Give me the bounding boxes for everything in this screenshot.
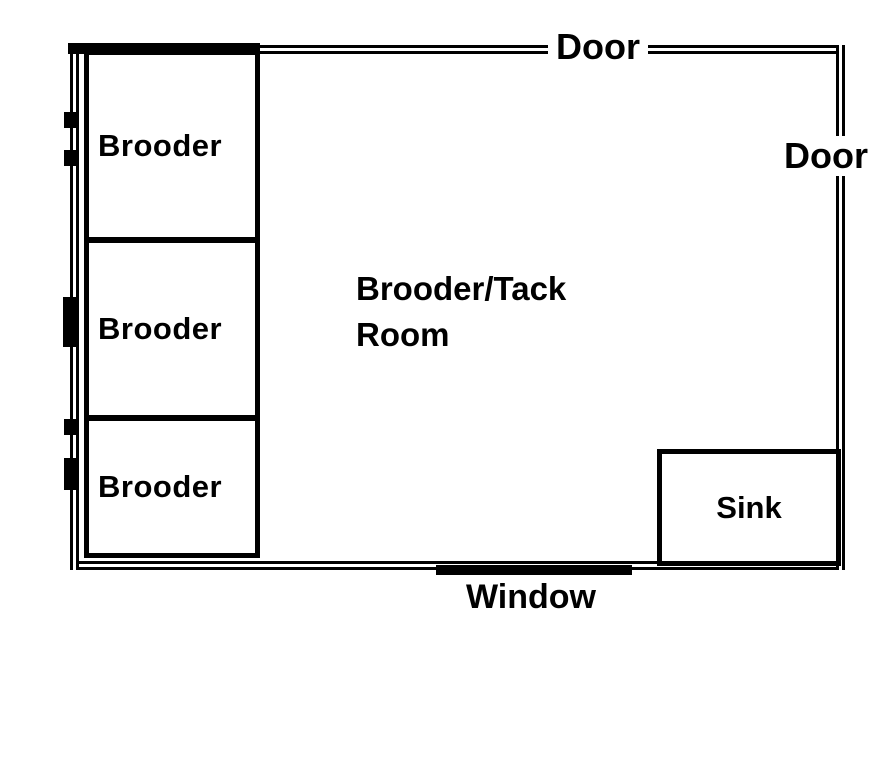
room-title-line2: Room — [356, 315, 450, 353]
sink-label: Sink — [716, 489, 782, 525]
window-sill — [436, 565, 632, 575]
brooder-pen-2-label: Brooder — [98, 311, 223, 346]
brooder-pen-1-label: Brooder — [98, 128, 223, 163]
wall-notch — [64, 419, 78, 435]
brooder-pen-1: Brooder — [84, 50, 260, 242]
wall-top — [70, 45, 845, 54]
wall-notch — [64, 112, 78, 128]
sink: Sink — [657, 449, 841, 566]
brooder-pen-2: Brooder — [84, 238, 260, 420]
door-right-label: Door — [776, 136, 876, 176]
brooder-pen-3: Brooder — [84, 416, 260, 558]
brooder-pen-3-label: Brooder — [98, 469, 223, 504]
wall-notch — [64, 150, 78, 166]
door-top-label: Door — [548, 27, 648, 67]
room-title-line1: Brooder/Tack — [356, 270, 567, 307]
wall-right — [836, 45, 845, 570]
room-title: Brooder/Tack Room — [356, 266, 566, 357]
window-label: Window — [458, 578, 604, 616]
wall-notch — [63, 297, 79, 347]
wall-notch — [64, 458, 78, 490]
wall-top-solid-segment — [68, 43, 260, 54]
